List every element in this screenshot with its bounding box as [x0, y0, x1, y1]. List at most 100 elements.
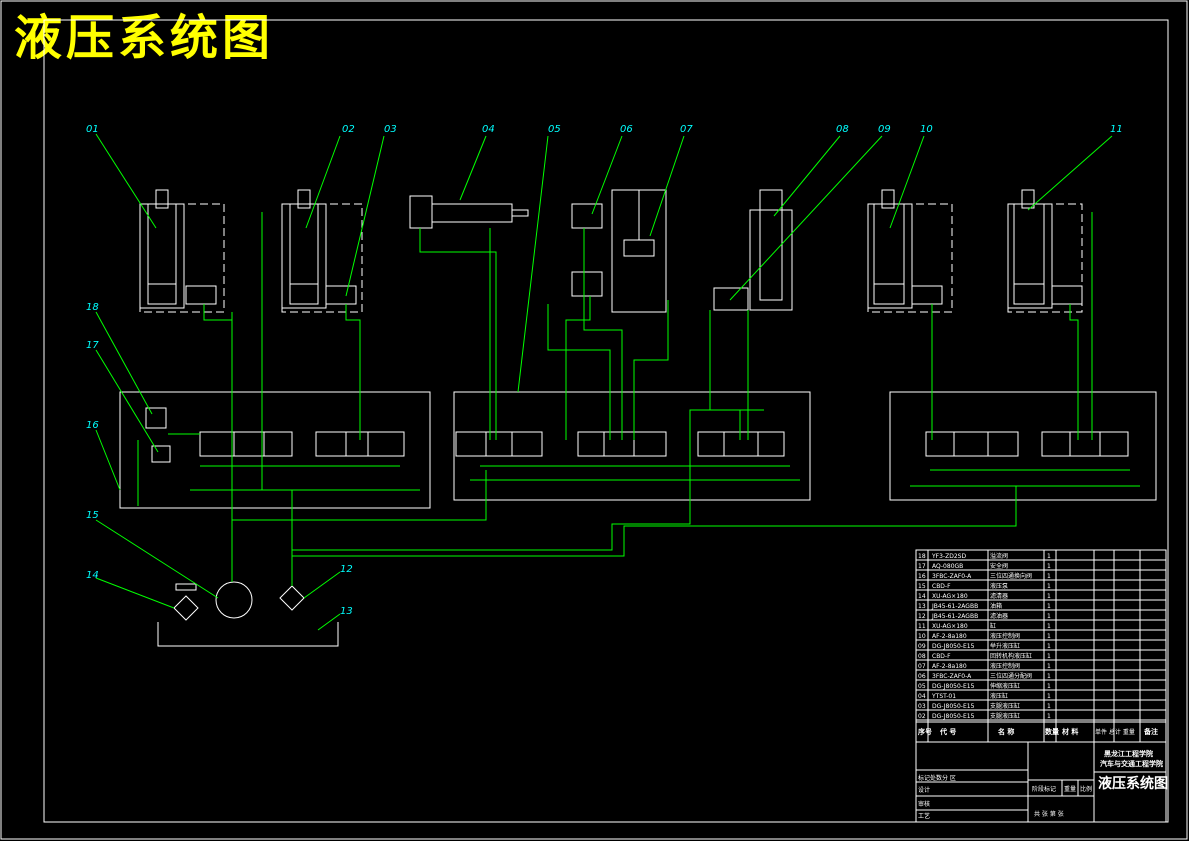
- callout-18: 18: [86, 302, 99, 313]
- parts-row-no: 05: [918, 683, 926, 690]
- parts-header-code: 代 号: [939, 727, 956, 736]
- parts-row-qty: 1: [1047, 623, 1051, 630]
- callout-16: 16: [86, 420, 99, 431]
- parts-row-no: 07: [918, 663, 926, 670]
- parts-row-no: 16: [918, 573, 926, 580]
- parts-row-qty: 1: [1047, 613, 1051, 620]
- parts-row-no: 13: [918, 603, 926, 610]
- title-block-stage: 阶段标记: [1032, 785, 1056, 793]
- callout-15: 15: [86, 510, 99, 521]
- parts-row-code: XU-AG×180: [932, 593, 968, 600]
- parts-row-code: JB45-61-2AGBB: [931, 603, 978, 610]
- parts-row-qty: 1: [1047, 663, 1051, 670]
- parts-header-weight: 单件 总计 重量: [1095, 728, 1135, 736]
- parts-row-qty: 1: [1047, 633, 1051, 640]
- parts-header-remark: 备注: [1143, 727, 1158, 736]
- title-block-weight: 重量: [1064, 785, 1076, 793]
- cylinder-07: [611, 189, 667, 313]
- callout-14: 14: [86, 570, 99, 581]
- title-block-sheet: 共 张 第 张: [1034, 810, 1064, 818]
- title-block-row3: 审核: [918, 800, 930, 808]
- parts-row-qty: 1: [1047, 563, 1051, 570]
- parts-row-no: 04: [918, 693, 926, 700]
- callout-17: 17: [86, 340, 99, 351]
- callout-labels: 01 02 03 04 05 06 07 08 09 10 11 12 13 1…: [86, 124, 1123, 617]
- title-block-drawing-title: 液压系统图: [1098, 775, 1168, 792]
- school-name-1: 黑龙江工程学院: [1104, 749, 1153, 758]
- parts-row-code: CBD-F: [932, 653, 951, 660]
- title-block-scale: 比例: [1080, 785, 1092, 793]
- parts-row-qty: 1: [1047, 583, 1051, 590]
- parts-row-qty: 1: [1047, 693, 1051, 700]
- parts-row-name: 液压缸: [990, 692, 1008, 700]
- callout-04: 04: [482, 124, 495, 135]
- parts-row-name: 滤清器: [990, 592, 1008, 600]
- pump-15: [215, 581, 253, 619]
- cylinder-10: [867, 189, 943, 309]
- parts-row-no: 15: [918, 583, 926, 590]
- parts-row-qty: 1: [1047, 703, 1051, 710]
- parts-row-code: DG-J8050-E15: [932, 713, 975, 720]
- parts-header-qty: 数量: [1045, 727, 1059, 736]
- parts-row-no: 11: [918, 623, 926, 630]
- parts-row-no: 08: [918, 653, 926, 660]
- parts-row-qty: 1: [1047, 653, 1051, 660]
- parts-row-no: 09: [918, 643, 926, 650]
- parts-row-code: YTST-01: [931, 693, 956, 700]
- parts-row-qty: 1: [1047, 643, 1051, 650]
- drawing-title: 液压系统图: [14, 10, 275, 66]
- parts-row-name: 三位四通分配阀: [990, 672, 1032, 680]
- valve-block-middle: [453, 391, 811, 501]
- tank-13: [157, 622, 339, 647]
- cylinder-02: [281, 189, 357, 309]
- pipe-network: [137, 212, 1140, 586]
- callout-10: 10: [920, 124, 933, 135]
- inner-frame: [43, 19, 1169, 823]
- parts-row-code: JB45-61-2AGBB: [931, 613, 978, 620]
- parts-row-qty: 1: [1047, 573, 1051, 580]
- callout-01: 01: [86, 124, 99, 135]
- parts-row-name: 缸: [990, 622, 996, 630]
- title-block-row1: 标记处数分 区: [918, 774, 956, 782]
- callout-06: 06: [620, 124, 633, 135]
- title-block-row4: 工艺: [918, 812, 930, 820]
- valve-block-right: [889, 391, 1157, 501]
- valve-06: [571, 203, 603, 297]
- parts-row-code: AF-2-8a180: [932, 633, 967, 640]
- parts-row-no: 10: [918, 633, 926, 640]
- parts-row-no: 14: [918, 593, 926, 600]
- filter-12: [279, 585, 305, 611]
- parts-row-code: CBD-F: [932, 583, 951, 590]
- cylinder-08: [749, 189, 793, 311]
- parts-row-no: 02: [918, 713, 926, 720]
- parts-row-no: 12: [918, 613, 926, 620]
- title-block: 黑龙江工程学院 汽车与交通工程学院 液压系统图 标记处数分 区 设计 审核 工艺…: [915, 741, 1168, 823]
- parts-row-code: XU-AG×180: [932, 623, 968, 630]
- parts-row-no: 17: [918, 563, 926, 570]
- callout-07: 07: [680, 124, 693, 135]
- parts-row-name: 伸缩液压缸: [990, 682, 1020, 690]
- parts-row-code: DG-J8050-E15: [932, 703, 975, 710]
- parts-header-no: 序号: [917, 727, 932, 736]
- callout-13: 13: [340, 606, 353, 617]
- parts-row-code: AQ-080GB: [932, 563, 963, 570]
- parts-row-code: DG-J8050-E15: [932, 683, 975, 690]
- parts-row-no: 18: [918, 553, 926, 560]
- parts-row-name: 三位四通换向阀: [990, 572, 1032, 580]
- parts-row-code: 3FBC-ZAF0-A: [932, 573, 972, 580]
- parts-header-material: 材 料: [1061, 727, 1078, 736]
- parts-row-name: 举升液压缸: [990, 642, 1020, 650]
- valve-09: [713, 287, 749, 311]
- parts-row-name: 液压泵: [990, 582, 1008, 590]
- callout-08: 08: [836, 124, 849, 135]
- parts-row-no: 03: [918, 703, 926, 710]
- parts-row-qty: 1: [1047, 673, 1051, 680]
- cylinder-11: [1007, 189, 1083, 309]
- parts-row-name: 溢流阀: [990, 552, 1008, 560]
- filter-14: [173, 595, 199, 621]
- leader-lines: [95, 133, 1113, 631]
- parts-row-qty: 1: [1047, 553, 1051, 560]
- parts-row-code: YF3-ZD2SD: [931, 553, 966, 560]
